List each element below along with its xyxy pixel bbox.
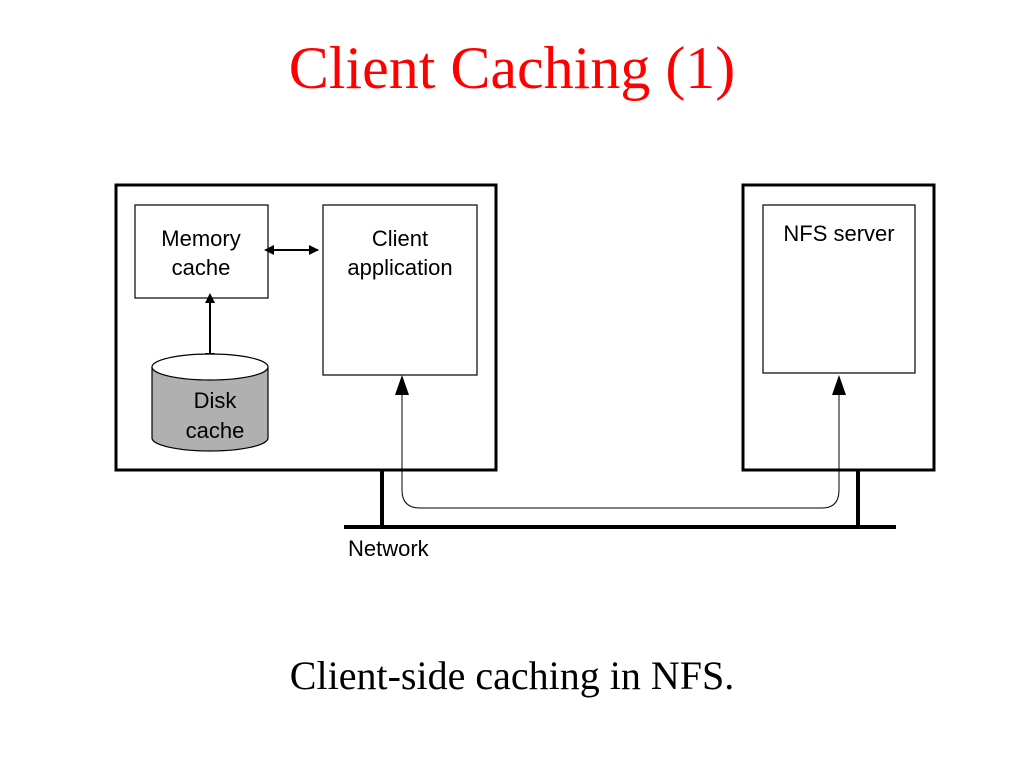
client-application-label-line2: application xyxy=(347,255,452,280)
disk-cache-label-line2: cache xyxy=(186,418,245,443)
slide-title: Client Caching (1) xyxy=(288,35,736,101)
disk-cache-label-line1: Disk xyxy=(194,388,238,413)
network-label: Network xyxy=(348,536,430,561)
memory-cache-label-line2: cache xyxy=(172,255,231,280)
disk-cache-cylinder xyxy=(151,353,269,452)
nfs-server-label: NFS server xyxy=(783,221,894,246)
client-app-arrowhead xyxy=(395,375,409,395)
client-server-path xyxy=(401,380,840,509)
memory-cache-box xyxy=(134,204,269,299)
slide-caption: Client-side caching in NFS. xyxy=(289,653,735,698)
client-application-box xyxy=(322,204,478,376)
client-application-label-line1: Client xyxy=(372,226,428,251)
nfs-server-arrowhead xyxy=(832,375,846,395)
nfs-server-box xyxy=(762,204,916,374)
client-machine-box xyxy=(114,183,498,472)
memory-cache-label-line1: Memory xyxy=(161,226,240,251)
